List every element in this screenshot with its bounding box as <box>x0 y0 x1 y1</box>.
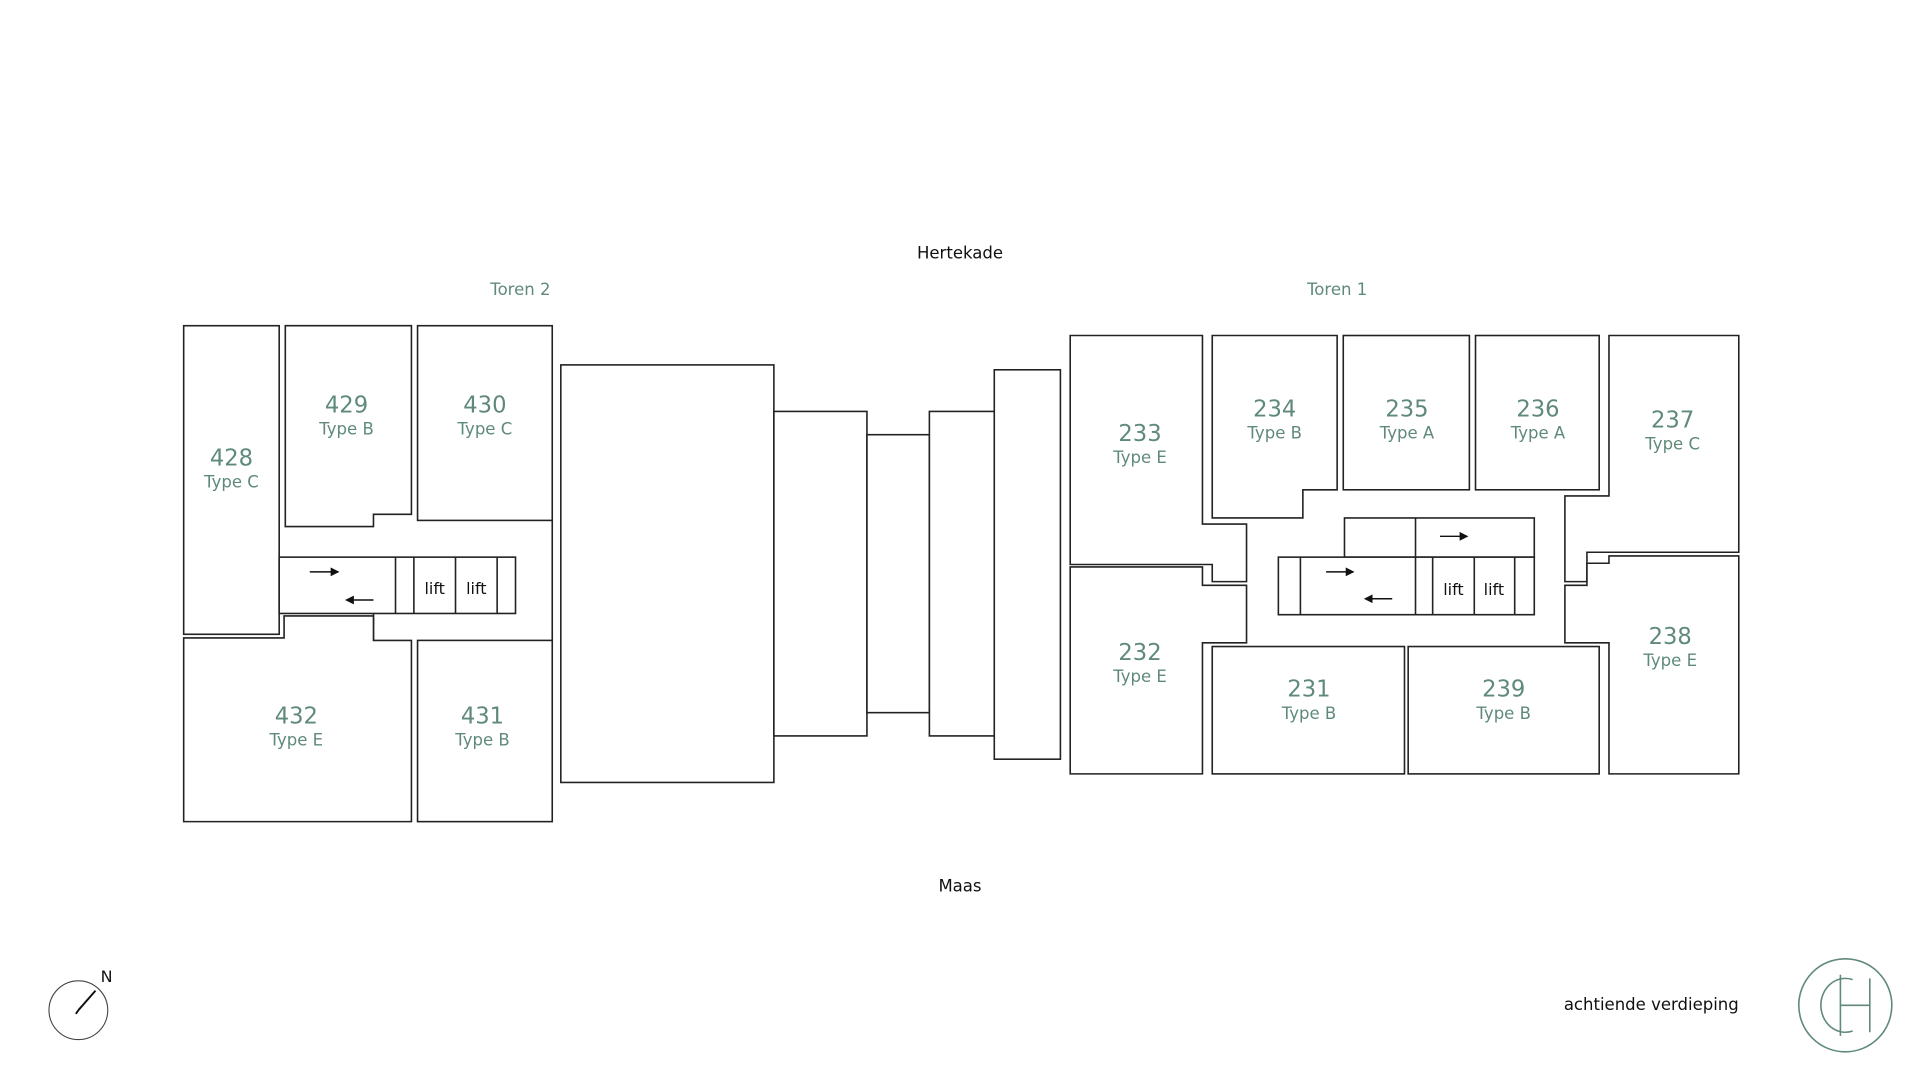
apartment-233[interactable]: 233 Type E <box>1069 334 1248 583</box>
apartment-type: Type C <box>457 420 513 439</box>
apartment-type: Type E <box>1112 448 1167 467</box>
middle-building <box>560 364 1062 784</box>
apartment-type: Type A <box>1379 423 1435 442</box>
floor-label: achtiende verdieping <box>1564 995 1739 1014</box>
apartment-type: Type A <box>1510 423 1566 442</box>
apartment-number: 234 <box>1253 396 1296 422</box>
apartment-number: 232 <box>1118 640 1161 666</box>
apartment-238[interactable]: 238 Type E <box>1564 555 1740 775</box>
apartment-type: Type E <box>1112 667 1167 686</box>
compass-icon: N <box>48 967 113 1041</box>
lift-label: lift <box>1443 580 1463 599</box>
apartment-232[interactable]: 232 Type E <box>1069 566 1248 775</box>
apartment-type: Type B <box>318 420 374 439</box>
apartment-number: 238 <box>1649 624 1692 650</box>
apartment-type: Type B <box>454 731 510 750</box>
apartment-number: 237 <box>1651 407 1694 433</box>
apartment-number: 428 <box>210 445 253 471</box>
tower-1: 233 Type E 232 Type E 234 Type B 235 Typ… <box>1069 334 1740 775</box>
apartment-type: Type E <box>269 731 324 750</box>
apartment-231[interactable]: 231 Type B <box>1211 645 1406 775</box>
apartment-type: Type B <box>1281 704 1337 723</box>
apartment-type: Type E <box>1642 651 1697 670</box>
apartment-239[interactable]: 239 Type B <box>1407 645 1600 775</box>
core-tower-1: lift lift <box>1277 517 1536 616</box>
apartment-number: 239 <box>1482 677 1525 703</box>
apartment-type: Type B <box>1475 704 1531 723</box>
tower-label-toren-1: Toren 1 <box>1306 280 1367 299</box>
apartment-429[interactable]: 429 Type B <box>284 324 413 528</box>
lift-label: lift <box>466 579 486 598</box>
apartment-430[interactable]: 430 Type C <box>416 324 554 522</box>
compass-north-label: N <box>101 967 113 986</box>
apartment-236[interactable]: 236 Type A <box>1474 334 1600 491</box>
apartment-type: Type C <box>1644 434 1700 453</box>
ch-logo-icon <box>1797 957 1893 1053</box>
apartment-234[interactable]: 234 Type B <box>1211 334 1338 519</box>
apartment-431[interactable]: 431 Type B <box>416 639 554 823</box>
apartment-type: Type C <box>203 472 259 491</box>
apartment-235[interactable]: 235 Type A <box>1342 334 1471 491</box>
apartment-number: 231 <box>1287 677 1330 703</box>
tower-label-toren-2: Toren 2 <box>489 280 550 299</box>
apartment-237[interactable]: 237 Type C <box>1564 334 1740 583</box>
apartment-type: Type B <box>1246 423 1302 442</box>
apartment-number: 235 <box>1385 396 1428 422</box>
apartment-number: 236 <box>1516 396 1559 422</box>
street-label-bottom: Maas <box>938 876 981 895</box>
lift-label: lift <box>424 579 444 598</box>
apartment-number: 431 <box>461 704 504 730</box>
street-label-top: Hertekade <box>917 243 1003 262</box>
apartment-432[interactable]: 432 Type E <box>182 615 413 823</box>
apartment-number: 233 <box>1118 421 1161 447</box>
apartment-number: 432 <box>275 704 318 730</box>
lift-label: lift <box>1484 580 1504 599</box>
apartment-number: 430 <box>463 393 506 419</box>
tower-2: 428 Type C 429 Type B 430 Type C 432 Typ… <box>182 324 554 823</box>
apartment-428[interactable]: 428 Type C <box>182 324 280 636</box>
apartment-number: 429 <box>325 393 368 419</box>
core-tower-2: lift lift <box>278 556 517 615</box>
